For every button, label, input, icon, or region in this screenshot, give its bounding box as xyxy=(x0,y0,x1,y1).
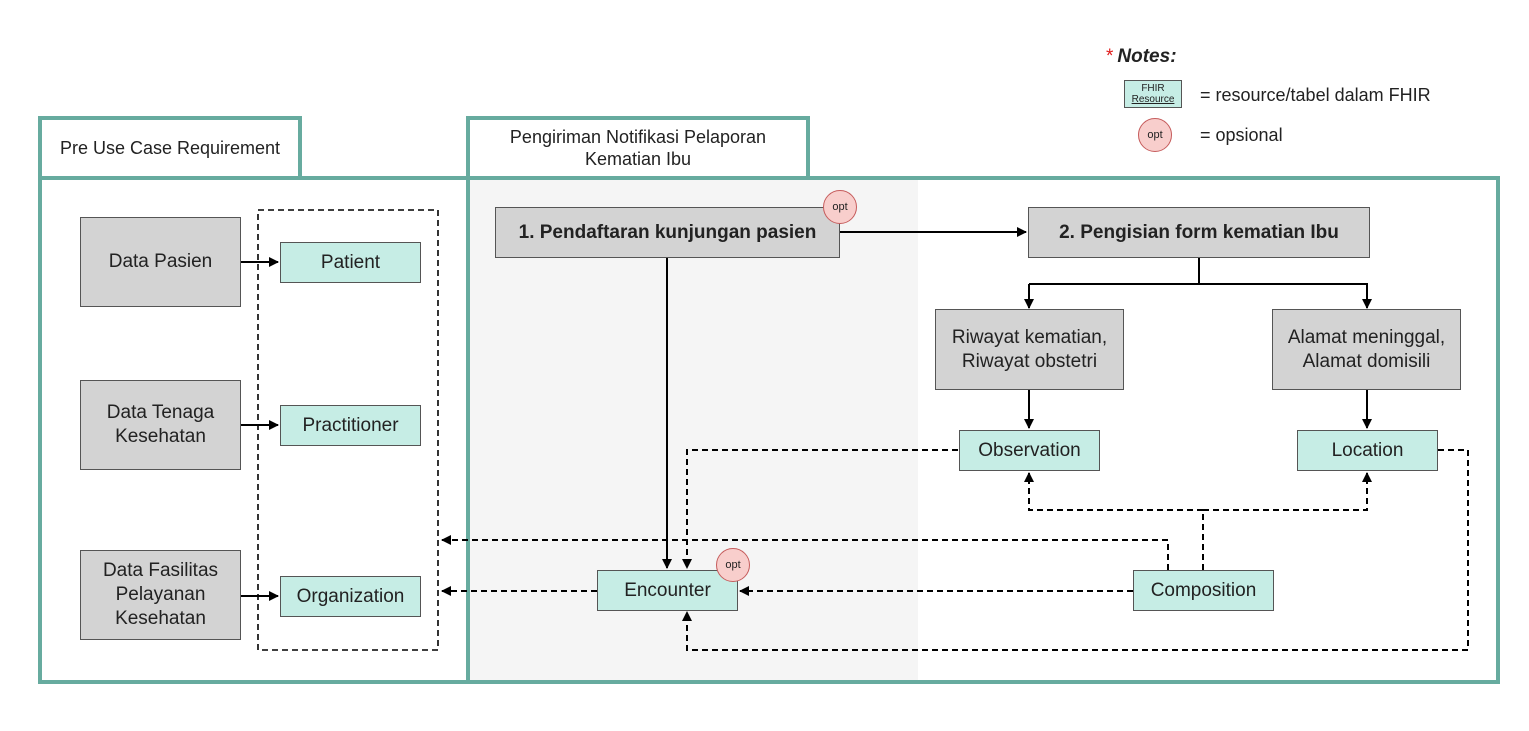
legend-fhir-line2: Resource xyxy=(1131,94,1175,105)
step1-label: 1. Pendaftaran kunjungan pasien xyxy=(518,221,817,243)
dashed-composition-observation-location xyxy=(1024,472,1204,570)
practitioner-label: Practitioner xyxy=(302,414,399,436)
data-fasilitas-label-2: Pelayanan xyxy=(115,584,206,605)
main-process-frame xyxy=(466,176,1500,684)
encounter-resource: Encounter xyxy=(597,570,738,611)
data-fasilitas-box: Data Fasilitas Pelayanan Kesehatan xyxy=(80,550,241,640)
riwayat-label-2: Riwayat obstetri xyxy=(961,350,1098,372)
practitioner-resource: Practitioner xyxy=(280,405,421,446)
notes-star: * xyxy=(1106,46,1114,67)
data-pasien-label: Data Pasien xyxy=(108,251,213,272)
legend-fhir-desc: = resource/tabel dalam FHIR xyxy=(1200,85,1431,105)
alamat-label-2: Alamat domisili xyxy=(1302,350,1431,372)
step2-box: 2. Pengisian form kematian Ibu xyxy=(1028,207,1370,258)
dashed-composition-pre-group xyxy=(441,535,1169,570)
notes-title-text: Notes: xyxy=(1117,46,1177,67)
step1-box: 1. Pendaftaran kunjungan pasien xyxy=(495,207,840,258)
data-tenaga-box: Data Tenaga Kesehatan xyxy=(80,380,241,470)
data-fasilitas-label-3: Kesehatan xyxy=(115,608,206,629)
location-resource: Location xyxy=(1297,430,1438,471)
composition-label: Composition xyxy=(1150,579,1257,601)
pre-use-case-title: Pre Use Case Requirement xyxy=(59,138,281,158)
dashed-observation-encounter xyxy=(682,449,958,569)
patient-label: Patient xyxy=(320,251,381,273)
observation-label: Observation xyxy=(978,439,1081,461)
riwayat-label-1: Riwayat kematian, xyxy=(951,326,1108,348)
legend-fhir-sample: FHIR Resource xyxy=(1124,80,1182,108)
organization-label: Organization xyxy=(296,585,405,607)
encounter-label: Encounter xyxy=(624,579,711,601)
location-label: Location xyxy=(1331,439,1404,461)
riwayat-box: Riwayat kematian, Riwayat obstetri xyxy=(935,309,1124,390)
alamat-label-1: Alamat meninggal, xyxy=(1287,326,1446,348)
composition-resource: Composition xyxy=(1133,570,1274,611)
arrow-step2-split xyxy=(1029,258,1200,285)
step2-label: 2. Pengisian form kematian Ibu xyxy=(1059,221,1339,243)
main-process-title-line2: Kematian Ibu xyxy=(584,149,692,169)
observation-resource: Observation xyxy=(959,430,1100,471)
patient-resource: Patient xyxy=(280,242,421,283)
data-tenaga-label-2: Kesehatan xyxy=(115,426,206,447)
pre-use-case-tab: Pre Use Case Requirement xyxy=(38,116,302,180)
data-pasien-box: Data Pasien xyxy=(80,217,241,307)
main-process-tab: Pengiriman Notifikasi Pelaporan Kematian… xyxy=(466,116,810,180)
data-tenaga-label-1: Data Tenaga xyxy=(106,402,215,423)
organization-resource: Organization xyxy=(280,576,421,617)
alamat-box: Alamat meninggal, Alamat domisili xyxy=(1272,309,1461,390)
legend-opt-desc: = opsional xyxy=(1200,125,1283,145)
legend-fhir-line1: FHIR xyxy=(1141,83,1165,94)
dashed-location-encounter xyxy=(682,449,1469,651)
step1-opt-badge: opt xyxy=(823,190,857,224)
notes-title: *Notes: xyxy=(1106,46,1177,68)
main-process-title-line1: Pengiriman Notifikasi Pelaporan xyxy=(509,127,767,147)
data-fasilitas-label-1: Data Fasilitas xyxy=(102,560,219,581)
encounter-opt-badge: opt xyxy=(716,548,750,582)
legend-opt-sample: opt xyxy=(1138,118,1172,152)
pre-resource-group-box xyxy=(257,209,439,651)
